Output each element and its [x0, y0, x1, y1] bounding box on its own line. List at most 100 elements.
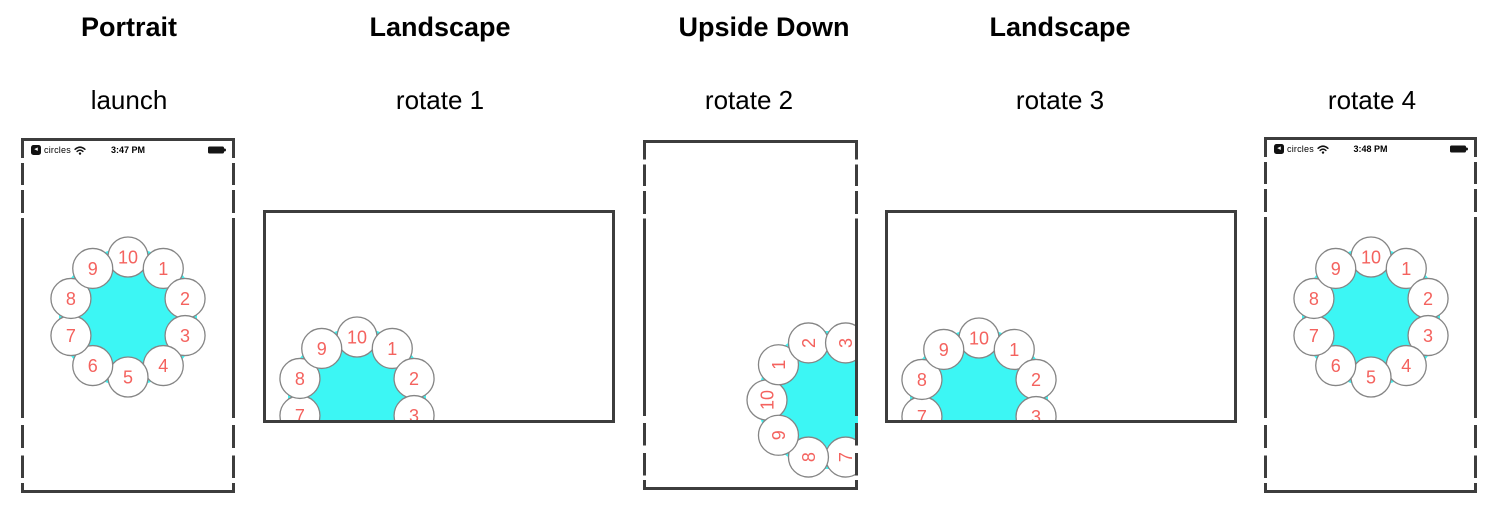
column-title-upside-down: Upside Down	[678, 12, 850, 42]
ball-number-label: 2	[409, 369, 419, 389]
battery-icon	[207, 146, 226, 154]
ball-number-label: 9	[317, 339, 327, 359]
border-edge	[21, 138, 24, 493]
ball-number-label: 1	[769, 360, 789, 370]
numbered-ball	[164, 314, 206, 357]
border-edge	[1234, 210, 1237, 423]
wifi-icon	[1317, 144, 1329, 154]
status-time: 3:47 PM	[110, 145, 145, 155]
step-label-rotate-1: rotate 1	[395, 85, 485, 115]
numbered-ball	[1315, 344, 1357, 387]
numbered-ball	[50, 277, 92, 320]
ball-number-label: 7	[66, 326, 76, 346]
ball-number-label: 10	[347, 327, 367, 347]
numbered-ball	[1315, 247, 1357, 290]
column-title-landscape-1: Landscape	[369, 12, 511, 42]
ball-number-label: 2	[180, 289, 190, 309]
border-edge	[855, 140, 858, 490]
app-badge-icon: ◂	[31, 145, 41, 155]
numbered-ball	[757, 414, 800, 456]
border-edge	[1474, 137, 1477, 493]
ball-number-label: 9	[88, 259, 98, 279]
numbered-ball	[1015, 395, 1057, 423]
numbered-ball	[1385, 247, 1427, 290]
border-edge	[885, 420, 1237, 423]
ball-number-label: 5	[1366, 367, 1376, 387]
numbered-ball	[901, 358, 943, 401]
ball-number-label: 9	[939, 340, 949, 360]
border-edge	[1264, 137, 1267, 493]
border-edge	[263, 210, 266, 423]
numbered-ball	[757, 344, 800, 386]
border-edge	[885, 210, 1237, 213]
ball-number-label: 10	[118, 247, 138, 267]
ball-number-label: 3	[1031, 407, 1041, 423]
numbered-ball	[993, 328, 1035, 371]
ball-number-label: 8	[1309, 289, 1319, 309]
ball-number-label: 1	[1401, 259, 1411, 279]
status-bar: ◂ circles 3:47 PM	[24, 141, 232, 159]
border-edge	[1264, 137, 1477, 140]
numbered-ball	[1293, 277, 1335, 320]
border-edge	[643, 140, 646, 490]
ball-number-label: 7	[917, 407, 927, 423]
border-edge	[263, 210, 615, 213]
battery-icon	[1449, 145, 1468, 153]
ball-number-label: 10	[1361, 247, 1381, 267]
status-time: 3:48 PM	[1353, 144, 1388, 154]
border-edge	[643, 140, 858, 143]
numbered-ball	[923, 328, 965, 371]
ball-number-label: 3	[409, 406, 419, 423]
border-edge	[21, 490, 235, 493]
step-label-rotate-4: rotate 4	[1327, 85, 1417, 115]
ball-number-label: 9	[769, 430, 789, 440]
border-edge	[232, 138, 235, 493]
numbered-ball	[787, 436, 830, 478]
numbered-ball	[371, 327, 413, 370]
status-bar: ◂ circles 3:48 PM	[1267, 140, 1474, 158]
ball-number-label: 2	[1031, 370, 1041, 390]
ball-number-label: 2	[799, 338, 819, 348]
ball-number-label: 3	[836, 338, 856, 348]
border-edge	[612, 210, 615, 423]
step-label-rotate-2: rotate 2	[704, 85, 794, 115]
app-badge-icon: ◂	[1274, 144, 1284, 154]
border-edge	[263, 420, 615, 423]
column-title-portrait: Portrait	[80, 12, 178, 42]
numbered-ball	[142, 247, 184, 290]
numbered-ball	[279, 357, 321, 400]
ball-number-label: 3	[180, 326, 190, 346]
ball-number-label: 7	[295, 406, 305, 423]
ball-number-label: 7	[836, 452, 856, 462]
border-edge	[643, 487, 858, 490]
border-edge	[21, 138, 235, 141]
numbered-ball	[72, 247, 114, 290]
numbered-ball	[1407, 314, 1449, 357]
step-label-launch: launch	[90, 85, 168, 115]
carrier-label: circles	[1287, 144, 1314, 154]
ball-number-label: 8	[66, 289, 76, 309]
column-title-landscape-2: Landscape	[989, 12, 1131, 42]
ball-number-label: 6	[88, 356, 98, 376]
ball-number-label: 4	[1401, 356, 1411, 376]
ball-number-label: 3	[1423, 326, 1433, 346]
ball-number-label: 7	[1309, 326, 1319, 346]
ball-number-label: 8	[295, 369, 305, 389]
step-label-rotate-3: rotate 3	[1015, 85, 1105, 115]
ball-number-label: 8	[799, 452, 819, 462]
ball-number-label: 4	[158, 356, 168, 376]
carrier-label: circles	[44, 145, 71, 155]
ball-number-label: 6	[1331, 356, 1341, 376]
ball-number-label: 1	[387, 339, 397, 359]
ball-number-label: 10	[969, 328, 989, 348]
numbered-ball	[393, 394, 435, 423]
